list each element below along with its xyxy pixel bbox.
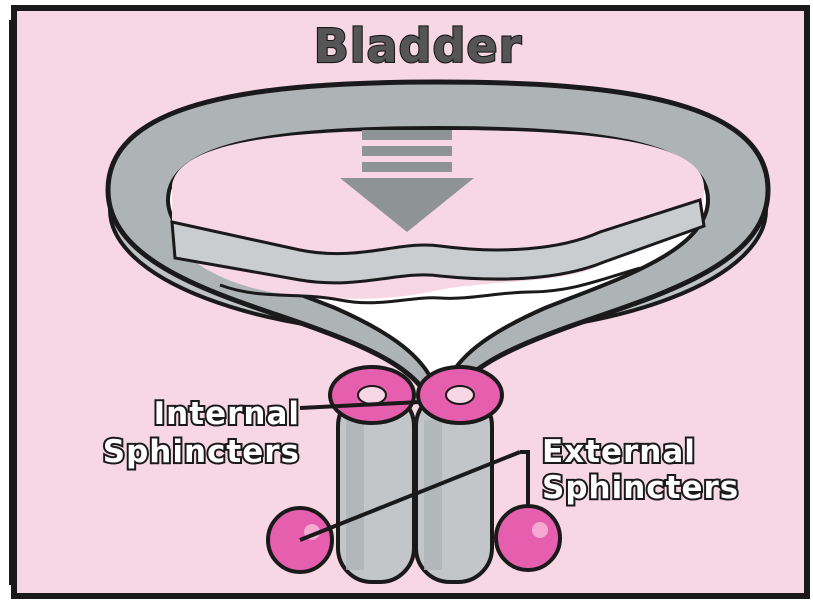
internal-sphincters-label-line1: Internal	[154, 396, 300, 432]
external-sphincters-label-line2: Sphincters	[542, 470, 739, 506]
urethra-right-shade	[424, 420, 442, 570]
external-sphincter-right-highlight	[532, 522, 548, 538]
internal-sphincter-left-lumen	[358, 386, 386, 404]
external-sphincter-right	[496, 506, 560, 570]
internal-sphincters-label-line2: Sphincters	[103, 434, 300, 470]
internal-sphincter-right-lumen	[446, 386, 474, 404]
external-sphincters-label-line1: External	[542, 434, 696, 470]
diagram-title: Bladder	[314, 19, 523, 73]
urethra-left-shade	[346, 420, 364, 570]
